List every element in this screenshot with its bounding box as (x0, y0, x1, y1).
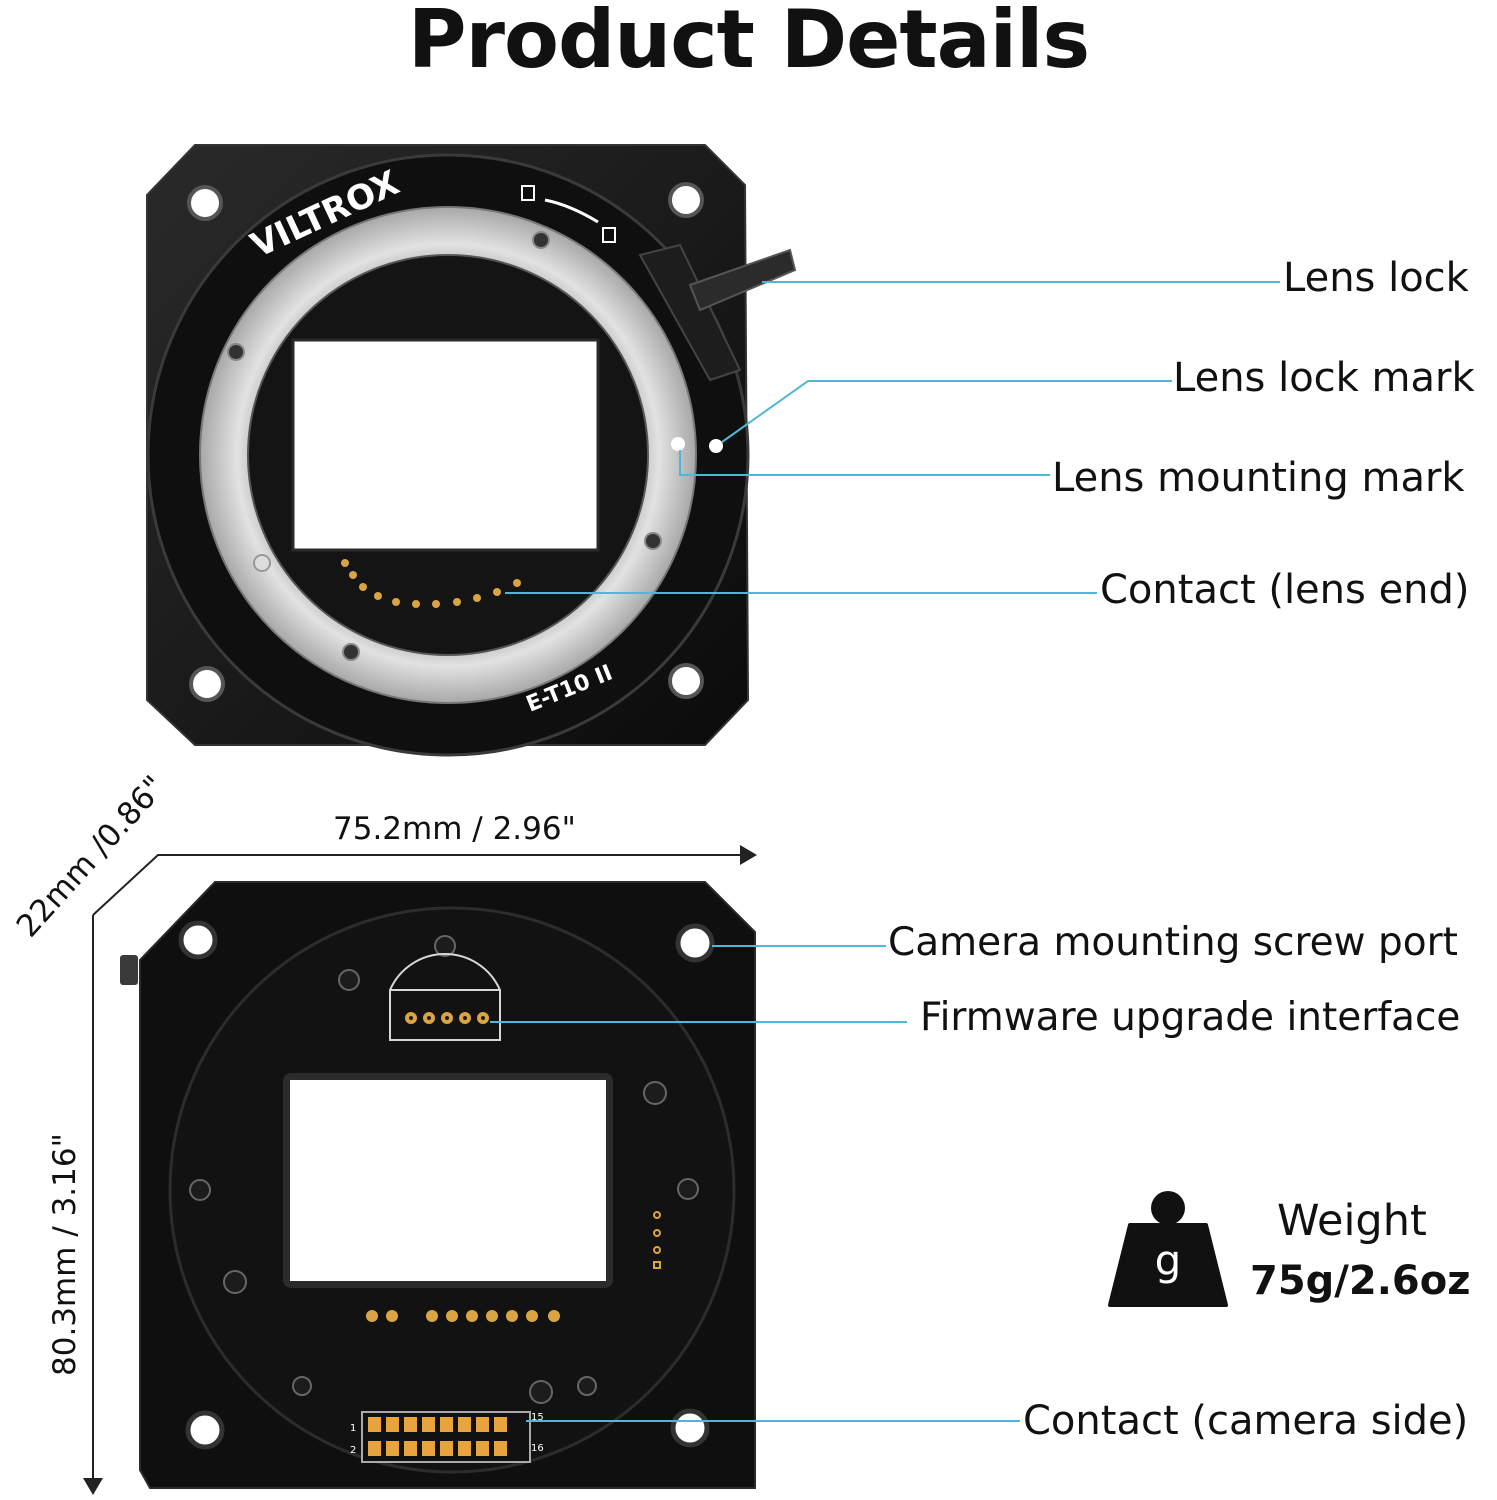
dimension-height: 80.3mm / 3.16" (47, 1133, 83, 1376)
label-lens-lock: Lens lock (1283, 255, 1469, 301)
label-lens-mounting-mark: Lens mounting mark (1052, 455, 1465, 501)
dimension-arrows (83, 845, 757, 1495)
pin-label-2: 2 (350, 1445, 356, 1456)
pin-label-16: 16 (531, 1443, 544, 1454)
label-lens-lock-mark: Lens lock mark (1173, 355, 1475, 401)
label-camera-mounting-screw-port: Camera mounting screw port (888, 920, 1458, 965)
weight-value: 75g/2.6oz (1250, 1258, 1471, 1304)
dimension-width: 75.2mm / 2.96" (333, 811, 576, 847)
weight-label: Weight (1277, 1196, 1427, 1246)
pin-label-1: 1 (350, 1423, 356, 1434)
label-contact-lens-end: Contact (lens end) (1100, 567, 1470, 613)
adapter-back-view (120, 881, 756, 1489)
label-firmware-upgrade-interface: Firmware upgrade interface (920, 995, 1461, 1040)
label-contact-camera-side: Contact (camera side) (1023, 1398, 1469, 1444)
adapter-front-view (146, 144, 797, 757)
leader-lines (490, 281, 1280, 1422)
weight-icon-letter: g (1155, 1236, 1182, 1285)
pin-label-15: 15 (531, 1412, 544, 1423)
page-title: Product Details (407, 0, 1090, 86)
weight-icon (1108, 1191, 1228, 1307)
